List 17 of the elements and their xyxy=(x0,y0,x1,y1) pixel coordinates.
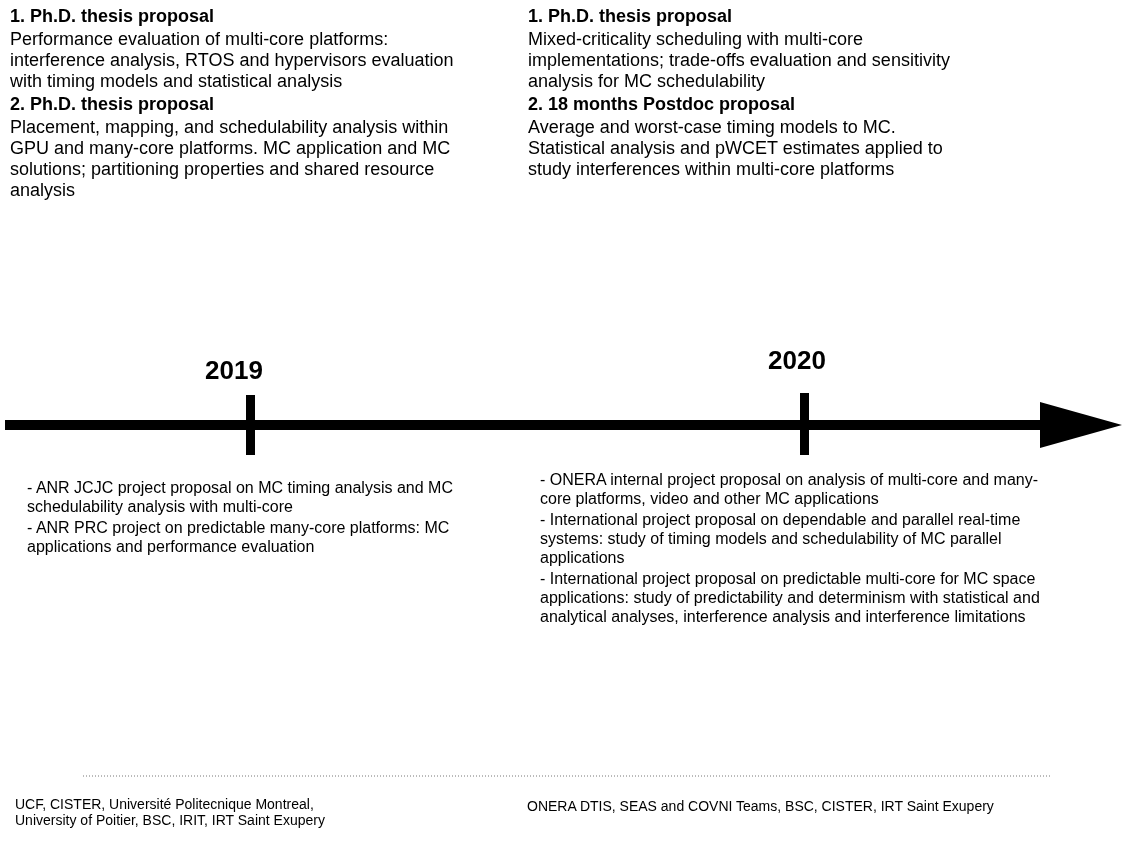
project-text: - ANR PRC project on predictable many-core platforms: MC applications and performance evaluation xyxy=(27,518,451,556)
proposal-heading: 2. Ph.D. thesis proposal xyxy=(10,94,216,115)
project-text: - ANR JCJC project proposal on MC timing analysis and MC schedulability analysis with multi-core xyxy=(27,478,454,516)
proposal-heading: 1. Ph.D. thesis proposal xyxy=(528,6,734,27)
partner-list: ONERA DTIS, SEAS and COVNI Teams, BSC, CISTER, IRT Saint Exupery xyxy=(527,798,1127,814)
proposal-text: Mixed-criticality scheduling with multi-core implementations; trade-offs evaluation and sensitivity analysis for MC schedulability xyxy=(528,29,951,92)
year-label: 2019 xyxy=(205,355,264,385)
proposal-text: Average and worst-case timing models to MC. Statistical analysis and pWCET estimates applied to study interferences within multi-core platforms xyxy=(528,117,944,180)
proposal-heading: 2. 18 months Postdoc proposal xyxy=(528,94,797,115)
proposal-text: Placement, mapping, and schedulability analysis within GPU and many-core platforms. MC application and MC solutions; partitioning properties and shared resource analysis xyxy=(10,117,452,201)
partner-list: UCF, CISTER, Université Politecnique Montreal, University of Poitier, BSC, IRIT, IRT Saint Exupery xyxy=(15,796,365,828)
project-text: - International project proposal on dependable and parallel real-time systems: study of timing models and schedulability of MC parallel applications xyxy=(540,510,1022,567)
year-label: 2020 xyxy=(768,345,827,375)
project-text: - International project proposal on predictable multi-core for MC space applications: study of predictability and determinism with statistical and analytical analyses, interference analysis and interference limitations xyxy=(540,569,1041,626)
proposal-text: Performance evaluation of multi-core platforms: interference analysis, RTOS and hypervisors evaluation with timing models and statistical analysis xyxy=(10,29,455,92)
proposal-heading: 1. Ph.D. thesis proposal xyxy=(10,6,216,27)
project-text: - ONERA internal project proposal on analysis of multi-core and many-core platforms, video and other MC applications xyxy=(540,470,1039,508)
